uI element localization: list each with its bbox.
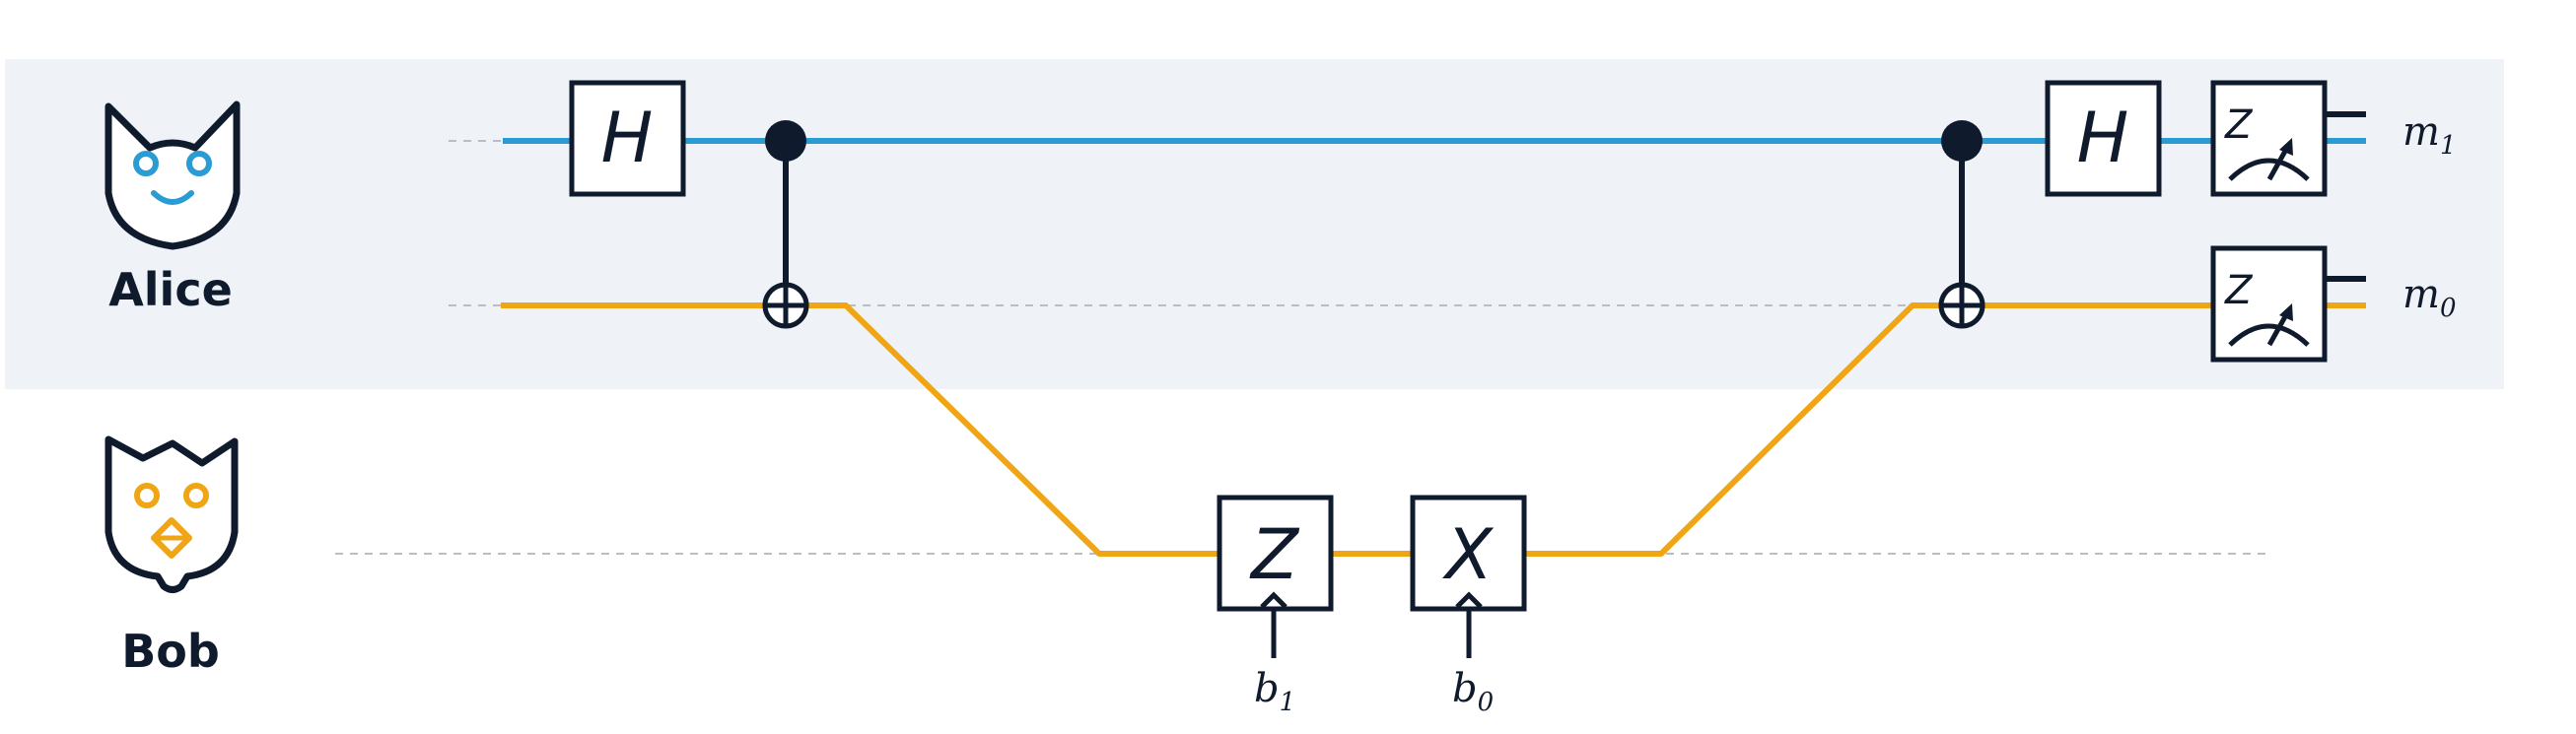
bob-name-label: Bob <box>121 625 220 678</box>
cnot-gate-left <box>762 120 809 329</box>
classical-control-arrowhead <box>1260 591 1288 609</box>
meter-arc-icon <box>2228 323 2310 347</box>
output-label-m0: m0 <box>2402 272 2456 323</box>
gate-label: H <box>601 98 654 178</box>
control-dot <box>765 120 806 162</box>
measurement-gate-top: Z <box>2210 80 2366 197</box>
gate-label: H <box>2077 98 2129 178</box>
output-label-m1: m1 <box>2402 109 2456 161</box>
x-correction-gate: X <box>1410 495 1527 658</box>
hadamard-gate-left: H <box>569 80 686 197</box>
gate-label: Z <box>2224 268 2254 313</box>
meter-arc-icon <box>2228 158 2310 181</box>
hadamard-gate-right: H <box>2045 80 2162 197</box>
alice-cat-icon <box>104 100 241 250</box>
z-correction-gate: Z <box>1217 495 1334 658</box>
input-label-b1: b1 <box>1254 666 1295 717</box>
gate-label: Z <box>2224 102 2254 148</box>
gate-label: Z <box>1249 514 1300 595</box>
bob-owl-icon <box>104 435 239 593</box>
alice-name-label: Alice <box>108 263 233 316</box>
cnot-gate-right <box>1938 120 1985 329</box>
input-label-b0: b0 <box>1452 666 1494 717</box>
gate-label: X <box>1441 514 1495 595</box>
classical-control-arrowhead <box>1455 591 1483 609</box>
control-dot <box>1941 120 1983 162</box>
measurement-gate-bottom: Z <box>2210 245 2366 363</box>
